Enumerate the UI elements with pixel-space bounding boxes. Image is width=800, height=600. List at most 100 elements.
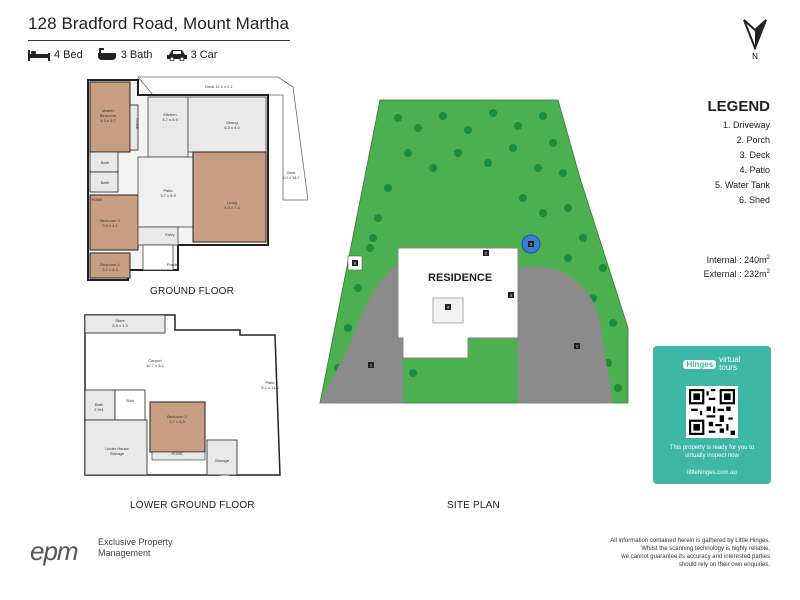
marker-driveway-left — [368, 362, 374, 368]
area-summary: Internal : 240m2 External : 232m2 — [630, 252, 770, 280]
marker-driveway-right — [574, 343, 580, 349]
living-room — [192, 151, 267, 243]
robe-label: ROBE — [135, 118, 140, 130]
porch-area — [142, 244, 174, 271]
marker-water-tank-label: 5 — [530, 242, 533, 247]
virtual-tours-logo: Hinges virtual tours — [653, 356, 771, 372]
robe-room — [129, 104, 139, 151]
store-room — [84, 314, 166, 334]
patio-area — [432, 297, 464, 324]
qr-code-graphic — [689, 389, 735, 435]
marker-deck — [508, 292, 514, 298]
underhouse-label: Under House Storage — [105, 446, 129, 456]
underhouse-room — [84, 419, 148, 476]
lower-patio-label: Patio 5.1 x 11.6 — [261, 380, 279, 390]
legend-item: 5. Water Tank — [714, 180, 770, 190]
driveway-left — [320, 263, 403, 403]
trees — [334, 109, 622, 392]
legend-title: LEGEND — [707, 98, 770, 115]
ground-floor-plan — [87, 76, 308, 281]
lower-floor-plan — [84, 314, 281, 476]
virtual-tours-wordmark: virtual tours — [719, 355, 741, 372]
disclaimer: All information contained herein is gath… — [610, 538, 770, 568]
porch-label: Porch — [166, 262, 178, 267]
driveway-right — [513, 266, 613, 403]
bedroom3-label: Bedroom 3 3.3 x 4.1 — [100, 218, 120, 228]
site-plan-title: SITE PLAN — [447, 500, 500, 511]
bedroom2-room — [149, 401, 206, 453]
deck-right-label: Deck 3.0 x 14.7 — [282, 170, 300, 180]
stair-area — [114, 389, 146, 421]
master-bedroom-label: Master Bedroom 4.3 x 3.7 — [99, 108, 117, 123]
kitchen-label: Kitchen 4.7 x 4.9 — [162, 112, 178, 122]
property-address: 128 Bradford Road, Mount Martha — [28, 14, 290, 33]
lower-bath-room — [84, 389, 116, 421]
lower-robe — [151, 451, 206, 461]
lower-floor-title: LOWER GROUND FLOOR — [130, 500, 255, 511]
external-area: External : 232m2 — [703, 269, 770, 279]
cars-count: 3 Car — [190, 48, 218, 61]
robe2-label: ROBE — [91, 197, 103, 202]
marker-patio — [445, 304, 451, 310]
dining-room — [187, 96, 267, 153]
legend-item: 6. Shed — [738, 195, 770, 205]
carport-label: Carport 10.7 x 9.2 — [146, 358, 164, 368]
feature-summary: 4 Bed 3 Bath 3 Car — [28, 48, 217, 61]
bedroom4-label: Bedroom 4 3.2 x 3.3 — [100, 262, 120, 272]
hinges-badge: Hinges — [683, 359, 717, 369]
entry-label: Entry — [165, 232, 175, 237]
marker-driveway-right-label: 1 — [576, 344, 579, 349]
bath1-label: Bath — [100, 160, 110, 165]
stair-label: Stair — [125, 398, 135, 403]
bed-icon — [28, 49, 50, 61]
cars-feature: 3 Car — [166, 48, 218, 61]
virtual-tour-text: This property is ready for you to virtua… — [669, 445, 755, 459]
deck-top-label: Deck 11.1 x 2.1 — [205, 84, 233, 89]
legend-item: 4. Patio — [739, 165, 770, 175]
residence-label: RESIDENCE — [428, 272, 493, 284]
site-plan: 1 1 2 3 4 5 6 — [319, 99, 629, 404]
title-divider — [28, 40, 290, 41]
legend-list: 1. Driveway 2. Porch 3. Deck 4. Patio 5.… — [630, 118, 770, 208]
legend-item: 3. Deck — [739, 150, 770, 160]
living-label: Living 6.3 x 7.4 — [224, 200, 240, 210]
virtual-tour-url[interactable]: littlehinges.com.au — [687, 470, 737, 476]
kitchen-room — [147, 96, 189, 158]
bath2-label: Bath — [100, 180, 110, 185]
bath-icon — [97, 48, 116, 60]
dining-label: Dining 6.3 x 4.0 — [224, 120, 240, 130]
patio-label: Patio 3.7 x 5.9 — [160, 188, 176, 198]
internal-area: Internal : 240m2 — [706, 255, 770, 265]
ground-floor-title: GROUND FLOOR — [150, 286, 235, 297]
marker-driveway-left-label: 1 — [370, 363, 373, 368]
marker-water-tank — [528, 241, 534, 247]
virtual-tour-card[interactable]: Hinges virtual tours This property is re… — [653, 346, 771, 484]
bedroom4-room — [89, 252, 131, 279]
storage-label: Storage — [214, 458, 229, 463]
marker-patio-label: 4 — [447, 305, 450, 310]
legend-item: 2. Porch — [736, 135, 770, 145]
store-label: Store 5.5 x 1.9 — [112, 318, 128, 328]
car-icon — [166, 49, 187, 61]
marker-porch-label: 2 — [485, 251, 488, 256]
legend-item: 1. Driveway — [722, 120, 770, 130]
lower-bath-label: Bath 2.9x1 — [94, 402, 104, 412]
beds-count: 4 Bed — [54, 48, 83, 61]
patio-room — [137, 156, 194, 228]
north-arrow: N — [740, 18, 770, 62]
epm-logo: epm — [30, 536, 79, 566]
bedroom2-label: Bedroom 2 3.7 x 4.8 — [167, 414, 187, 424]
baths-count: 3 Bath — [120, 48, 153, 61]
marker-porch — [483, 250, 489, 256]
marker-deck-label: 3 — [510, 293, 513, 298]
beds-feature: 4 Bed — [28, 49, 83, 61]
storage-room — [206, 439, 238, 476]
qr-code-icon[interactable] — [686, 386, 738, 438]
lower-robe-label: ROBE — [171, 451, 183, 456]
baths-feature: 3 Bath — [97, 48, 153, 61]
north-arrow-icon: N — [743, 19, 767, 61]
north-label: N — [752, 52, 758, 61]
marker-shed-label: 6 — [354, 261, 357, 266]
master-bedroom-room — [89, 81, 131, 153]
bath2-room — [89, 171, 119, 193]
